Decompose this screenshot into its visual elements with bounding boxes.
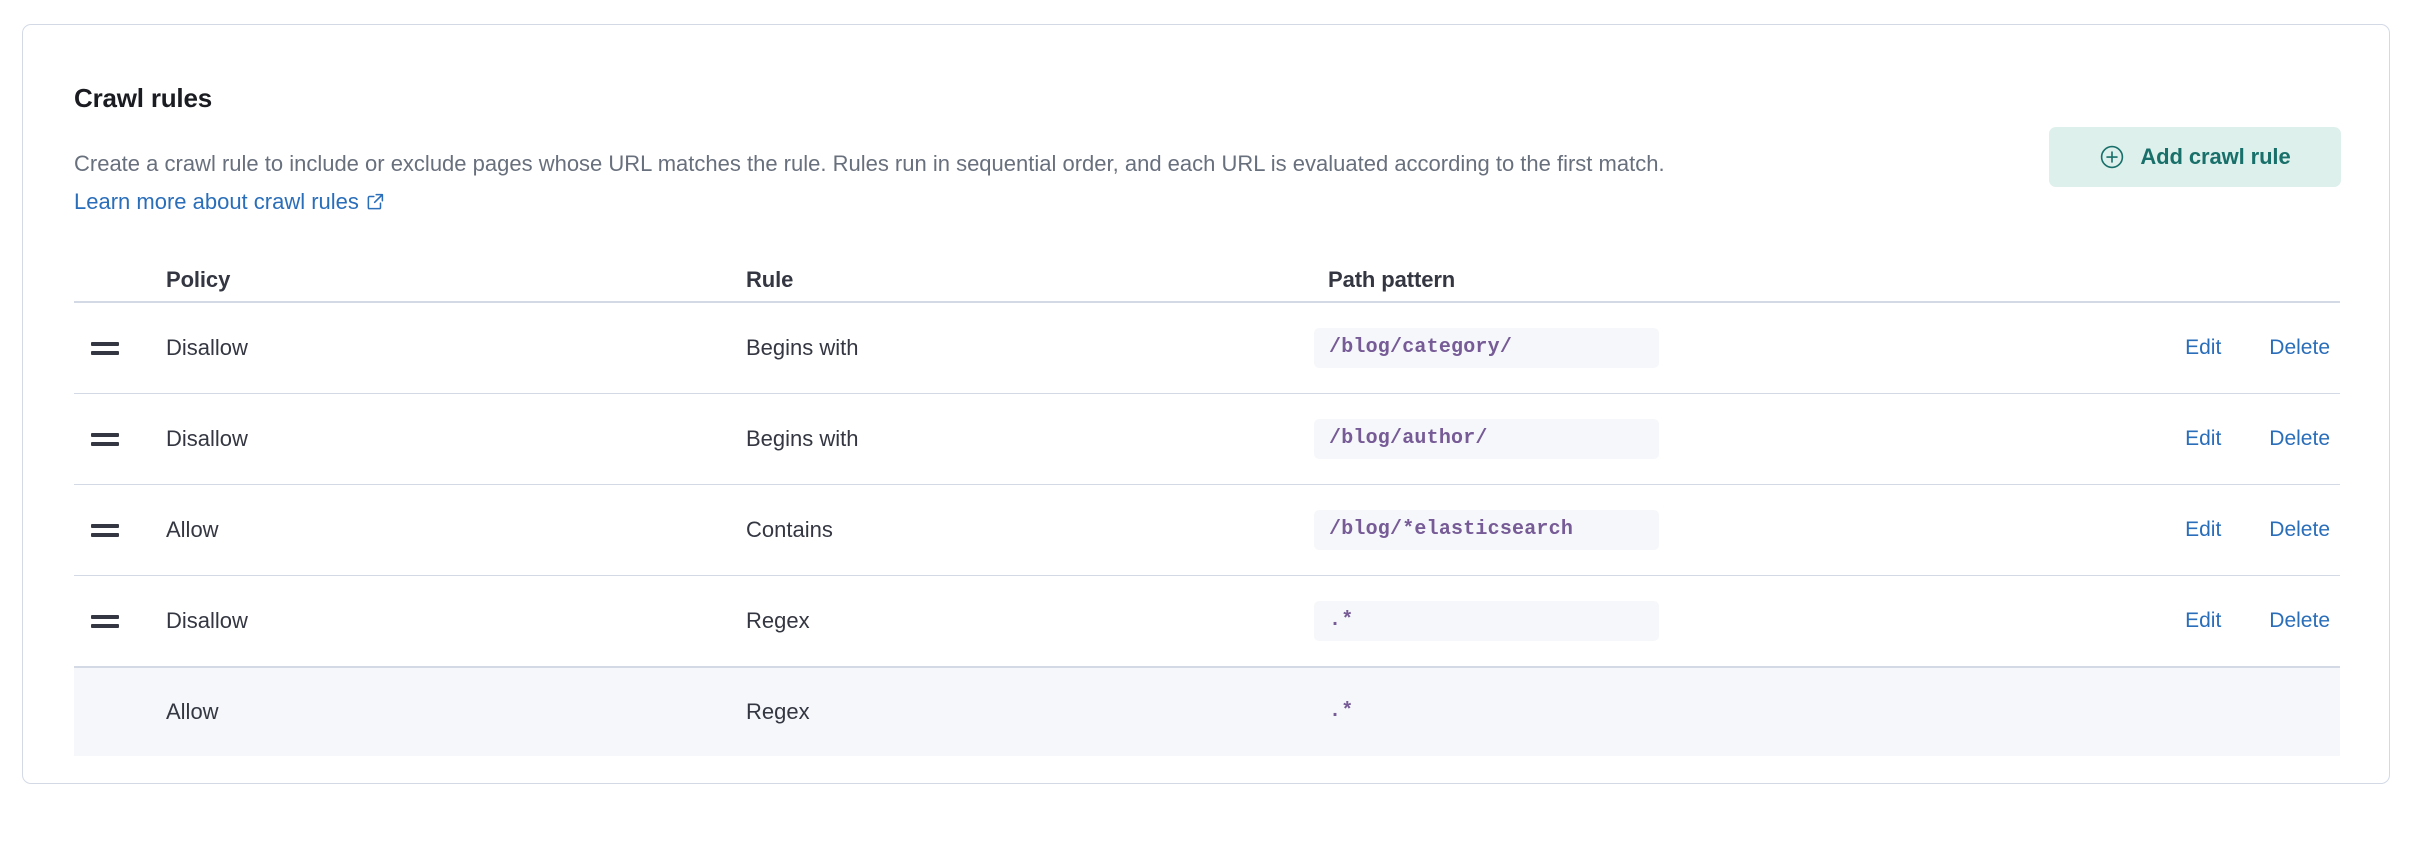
path-pattern-code: /blog/*elasticsearch <box>1329 518 1574 541</box>
row-actions: Edit Delete <box>2185 518 2330 542</box>
cell-rule: Regex <box>746 608 810 633</box>
cell-policy: Disallow <box>166 608 248 633</box>
plus-in-circle-icon <box>2099 144 2125 170</box>
add-crawl-rule-label: Add crawl rule <box>2140 144 2291 169</box>
path-pattern-code: /blog/category/ <box>1329 336 1513 359</box>
row-actions: Edit Delete <box>2185 427 2330 451</box>
drag-handle-icon[interactable] <box>74 335 120 361</box>
table-row: Allow Contains/blog/*elasticsearch Edit Del… <box>74 485 2340 576</box>
external-link-icon <box>366 192 385 211</box>
description-text: Create a crawl rule to include or exclud… <box>74 151 1665 176</box>
learn-more-label: Learn more about crawl rules <box>74 189 359 214</box>
table-row: Disallow Begins with/blog/category/Edit De… <box>74 303 2340 394</box>
edit-link[interactable]: Edit <box>2185 427 2222 450</box>
learn-more-link[interactable]: Learn more about crawl rules <box>74 189 385 214</box>
row-actions: Edit Delete <box>2185 609 2330 633</box>
cell-path-pattern: .* <box>1314 692 1659 732</box>
cell-policy: Allow <box>166 698 219 724</box>
table-row: Allow Regex .* <box>74 665 2340 756</box>
delete-link[interactable]: Delete <box>2269 336 2330 359</box>
panel-description: Create a crawl rule to include or exclud… <box>74 145 1754 221</box>
cell-rule: Contains <box>746 517 833 542</box>
drag-handle-icon[interactable] <box>74 517 120 543</box>
path-pattern-code: .* <box>1329 609 1354 632</box>
path-pattern-code: .* <box>1329 699 1354 723</box>
crawl-rules-panel: Crawl rules Create a crawl rule to inclu… <box>22 24 2390 784</box>
page-title: Crawl rules <box>74 83 212 113</box>
delete-link[interactable]: Delete <box>2269 518 2330 541</box>
table-header-row: Policy Rule Path pattern <box>74 257 2340 303</box>
cell-rule: Begins with <box>746 426 859 451</box>
column-header-policy: Policy <box>166 267 231 292</box>
table-row: Disallow Begins with/blog/author/Edit Dele… <box>74 394 2340 485</box>
column-header-rule: Rule <box>746 267 794 292</box>
delete-link[interactable]: Delete <box>2269 427 2330 450</box>
table-row: Disallow Regex .* Edit Delete <box>74 576 2340 667</box>
edit-link[interactable]: Edit <box>2185 609 2222 632</box>
cell-path-pattern: /blog/category/ <box>1314 328 1659 368</box>
delete-link[interactable]: Delete <box>2269 609 2330 632</box>
cell-path-pattern: /blog/*elasticsearch <box>1314 510 1659 550</box>
add-crawl-rule-button[interactable]: Add crawl rule <box>2049 127 2341 187</box>
path-pattern-code: /blog/author/ <box>1329 427 1488 450</box>
cell-rule: Regex <box>746 698 810 724</box>
cell-path-pattern: /blog/author/ <box>1314 419 1659 459</box>
column-header-path-pattern: Path pattern <box>1328 267 1456 292</box>
cell-path-pattern: .* <box>1314 601 1659 641</box>
cell-policy: Disallow <box>166 426 248 451</box>
edit-link[interactable]: Edit <box>2185 336 2222 359</box>
cell-policy: Disallow <box>166 335 248 360</box>
edit-link[interactable]: Edit <box>2185 518 2222 541</box>
cell-rule: Begins with <box>746 335 859 360</box>
drag-handle-icon[interactable] <box>74 608 120 634</box>
cell-policy: Allow <box>166 517 219 542</box>
drag-handle-icon[interactable] <box>74 426 120 452</box>
row-actions: Edit Delete <box>2185 336 2330 360</box>
